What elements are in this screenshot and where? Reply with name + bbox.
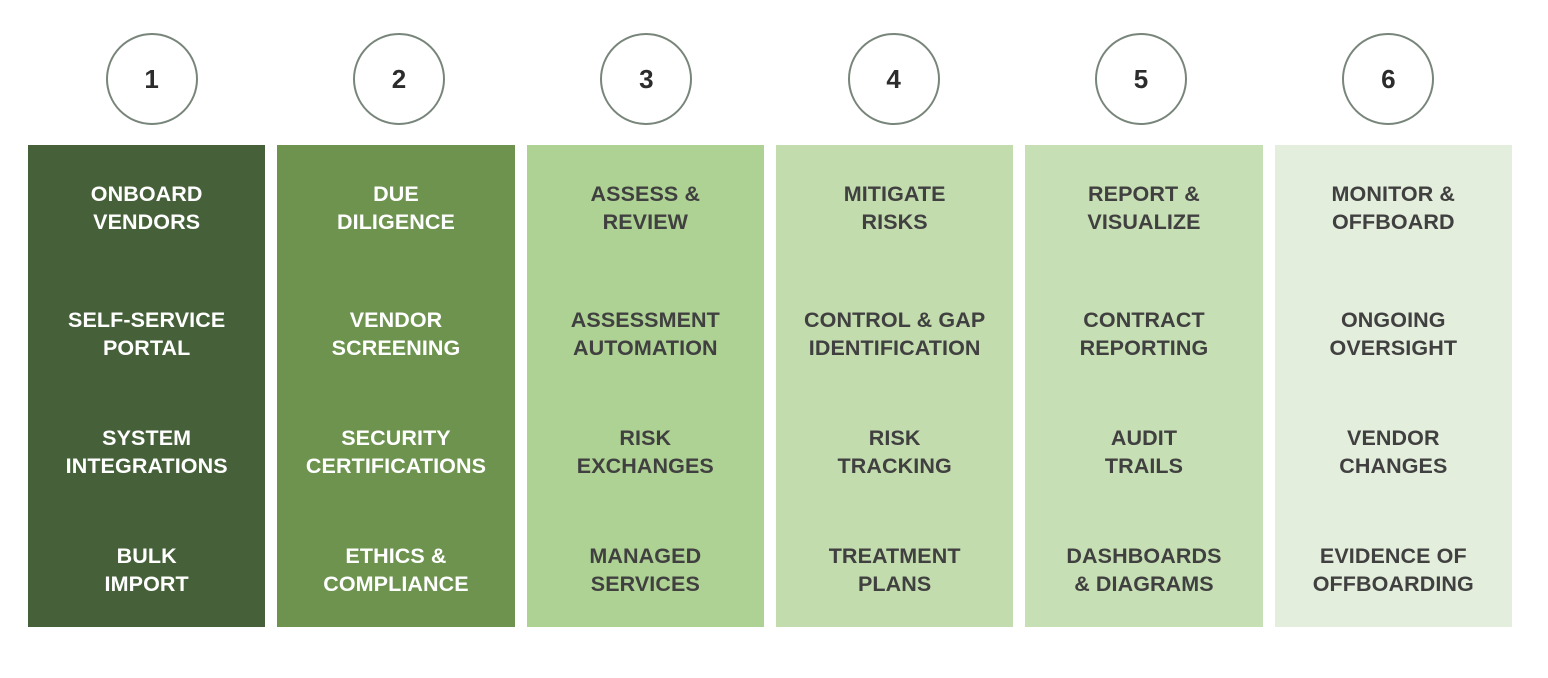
column-item: EVIDENCE OF OFFBOARDING — [1312, 544, 1474, 596]
process-column-5: REPORT & VISUALIZE CONTRACT REPORTING AU… — [1025, 145, 1263, 627]
process-column-1: ONBOARD VENDORS SELF-SERVICE PORTAL SYST… — [28, 145, 266, 627]
step-circle-2: 2 — [352, 33, 445, 125]
column-item: DASHBOARDS & DIAGRAMS — [1066, 544, 1222, 596]
step-number-cell-2: 2 — [275, 33, 522, 129]
column-item: VENDOR SCREENING — [331, 308, 461, 360]
step-number-row: 1 2 3 4 5 6 — [28, 33, 1512, 129]
process-column-4: MITIGATE RISKS CONTROL & GAP IDENTIFICAT… — [775, 145, 1014, 627]
process-column-6: MONITOR & OFFBOARD ONGOING OVERSIGHT VEN… — [1274, 145, 1512, 627]
column-item: RISK EXCHANGES — [576, 426, 714, 478]
step-number-cell-5: 5 — [1017, 33, 1264, 129]
column-heading: MONITOR & OFFBOARD — [1331, 182, 1456, 234]
step-circle-1: 1 — [105, 33, 198, 125]
column-item: VENDOR CHANGES — [1339, 426, 1448, 478]
step-circle-6: 6 — [1342, 33, 1435, 125]
step-number-label: 5 — [1133, 64, 1149, 94]
column-item: CONTROL & GAP IDENTIFICATION — [804, 308, 986, 360]
step-circle-5: 5 — [1094, 33, 1187, 125]
step-number-label: 3 — [639, 64, 654, 94]
column-item: SYSTEM INTEGRATIONS — [65, 426, 228, 478]
column-item: BULK IMPORT — [104, 544, 189, 596]
column-item: AUDIT TRAILS — [1104, 426, 1184, 478]
step-circle-3: 3 — [600, 33, 693, 125]
column-item: ETHICS & COMPLIANCE — [323, 544, 469, 596]
column-item: ASSESSMENT AUTOMATION — [570, 308, 720, 360]
step-number-label: 1 — [144, 64, 159, 94]
step-number-cell-1: 1 — [28, 33, 275, 129]
column-heading: MITIGATE RISKS — [843, 182, 946, 234]
column-item: MANAGED SERVICES — [589, 544, 702, 596]
process-column-3: ASSESS & REVIEW ASSESSMENT AUTOMATION RI… — [526, 145, 764, 627]
step-number-cell-3: 3 — [523, 33, 770, 129]
step-number-cell-6: 6 — [1265, 33, 1512, 129]
process-column-row: ONBOARD VENDORS SELF-SERVICE PORTAL SYST… — [28, 145, 1512, 627]
column-item: SECURITY CERTIFICATIONS — [305, 426, 487, 478]
step-number-label: 6 — [1381, 64, 1396, 94]
column-item: RISK TRACKING — [837, 426, 952, 478]
column-item: ONGOING OVERSIGHT — [1329, 308, 1458, 360]
step-number-label: 2 — [391, 64, 407, 94]
column-item: TREATMENT PLANS — [828, 544, 961, 596]
step-number-label: 4 — [886, 64, 901, 94]
column-heading: ASSESS & REVIEW — [590, 182, 701, 234]
step-number-cell-4: 4 — [770, 33, 1017, 129]
column-heading: ONBOARD VENDORS — [90, 182, 203, 234]
column-heading: DUE DILIGENCE — [337, 182, 455, 234]
step-circle-4: 4 — [847, 33, 940, 125]
column-item: SELF-SERVICE PORTAL — [68, 308, 226, 360]
column-item: CONTRACT REPORTING — [1079, 308, 1209, 360]
process-column-2: DUE DILIGENCE VENDOR SCREENING SECURITY … — [277, 145, 515, 627]
column-heading: REPORT & VISUALIZE — [1087, 182, 1201, 234]
